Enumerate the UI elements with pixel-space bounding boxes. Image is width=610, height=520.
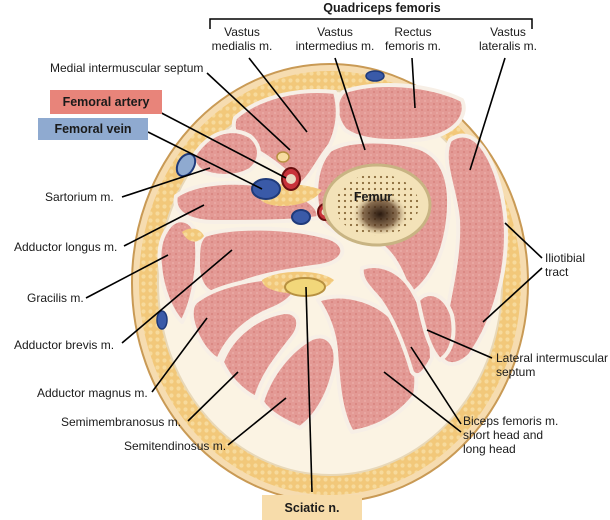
- quadriceps-bracket: [209, 18, 533, 29]
- leader-adductor-magnus: [151, 317, 208, 393]
- vastus-medialis-label-line1: Vastus: [224, 25, 260, 39]
- leader-rectus-femoris: [411, 57, 416, 109]
- sciatic-box: [262, 495, 362, 520]
- quadriceps-femoris-label: Quadriceps femoris: [323, 1, 440, 15]
- vastus-lateralis-label-line2: lateralis m.: [479, 39, 537, 53]
- femoral-artery-label: Femoral artery: [63, 95, 150, 109]
- leader-adductor-brevis: [121, 249, 233, 344]
- biceps-femoris-short-head-muscle: [359, 264, 434, 378]
- profunda-vein-icon: [291, 209, 311, 225]
- leader-biceps-long: [383, 371, 462, 433]
- leader-sciatic: [305, 286, 313, 493]
- femur-label: Femur: [354, 190, 392, 204]
- vastus-medialis-label-line2: medialis m.: [212, 39, 273, 53]
- gracilis-muscle: [157, 218, 200, 324]
- lateral-cutaneous-vein-icon: [365, 70, 385, 82]
- leader-lateral-septum: [426, 329, 493, 359]
- lateral-septum-label-line1: Lateral intermuscular: [496, 351, 608, 365]
- leader-femoral-artery: [149, 106, 287, 179]
- vastus-intermedius-label-line2: intermedius m.: [296, 39, 375, 53]
- leader-femoral-vein: [147, 131, 263, 190]
- leader-vastus-intermedius: [334, 57, 366, 151]
- posterior-lateral-muscle: [416, 292, 456, 362]
- femoral-vein-icon: [251, 178, 281, 200]
- femoral-artery-box: [50, 90, 162, 114]
- leader-biceps-short: [410, 346, 462, 425]
- biceps-femoris-label-line2: short head and: [463, 428, 543, 442]
- rectus-femoris-muscle: [334, 83, 466, 143]
- biceps-femoris-label-line3: long head: [463, 442, 516, 456]
- medial-cutaneous-vein-icon: [156, 310, 168, 330]
- femur-bone: [322, 163, 432, 247]
- vastus-intermedius-label-line1: Vastus: [317, 25, 353, 39]
- medial-septum-label: Medial intermuscular septum: [50, 61, 203, 75]
- biceps-femoris-long-head-muscle: [316, 294, 419, 434]
- vastus-lateralis-label-line1: Vastus: [490, 25, 526, 39]
- leader-adductor-longus: [123, 204, 205, 247]
- rectus-femoris-label-line1: Rectus: [394, 25, 431, 39]
- leader-vastus-medialis: [248, 57, 308, 133]
- femoral-vein-box: [38, 118, 148, 140]
- leader-iliotibial-upper: [504, 222, 543, 259]
- leader-iliotibial-lower: [482, 267, 543, 323]
- femoral-artery-lumen: [286, 174, 296, 184]
- leader-gracilis: [85, 254, 169, 299]
- leader-semitendinosus: [227, 397, 287, 446]
- saphenous-nerve-icon: [276, 151, 290, 163]
- lateral-septum-label-line2: septum: [496, 365, 535, 379]
- adductor-longus-label: Adductor longus m.: [14, 240, 117, 254]
- labels: Quadriceps femoris Vastus medialis m. Va…: [14, 1, 608, 520]
- femoral-vein-label: Femoral vein: [54, 122, 131, 136]
- iliotibial-label-line1: Iliotibial: [545, 251, 585, 265]
- vastus-lateralis-muscle: [438, 133, 508, 366]
- leader-lines: [85, 57, 543, 493]
- semitendinosus-muscle: [260, 334, 338, 430]
- sciatic-nerve-icon: [284, 277, 326, 297]
- adductor-brevis-label: Adductor brevis m.: [14, 338, 114, 352]
- leader-medial-septum: [206, 72, 291, 151]
- leader-vastus-lateralis: [469, 57, 506, 171]
- semitendinosus-label: Semitendinosus m.: [124, 439, 226, 453]
- adductor-magnus-label: Adductor magnus m.: [37, 386, 148, 400]
- gracilis-label: Gracilis m.: [27, 291, 84, 305]
- rectus-femoris-label-line2: femoris m.: [385, 39, 441, 53]
- leader-sartorium: [121, 167, 211, 198]
- leader-semimembranosus: [187, 371, 239, 422]
- biceps-femoris-label-line1: Biceps femoris m.: [463, 414, 558, 428]
- sciatic-label: Sciatic n.: [285, 501, 340, 515]
- semimembranosus-label: Semimembranosus m.: [61, 415, 181, 429]
- iliotibial-label-line2: tract: [545, 265, 569, 279]
- femur-marrow: [352, 190, 408, 234]
- semimembranosus-muscle: [220, 310, 301, 400]
- gracilis-fat-pocket: [182, 228, 204, 242]
- sartorium-label: Sartorium m.: [45, 190, 114, 204]
- adductor-brevis-muscle: [196, 226, 345, 296]
